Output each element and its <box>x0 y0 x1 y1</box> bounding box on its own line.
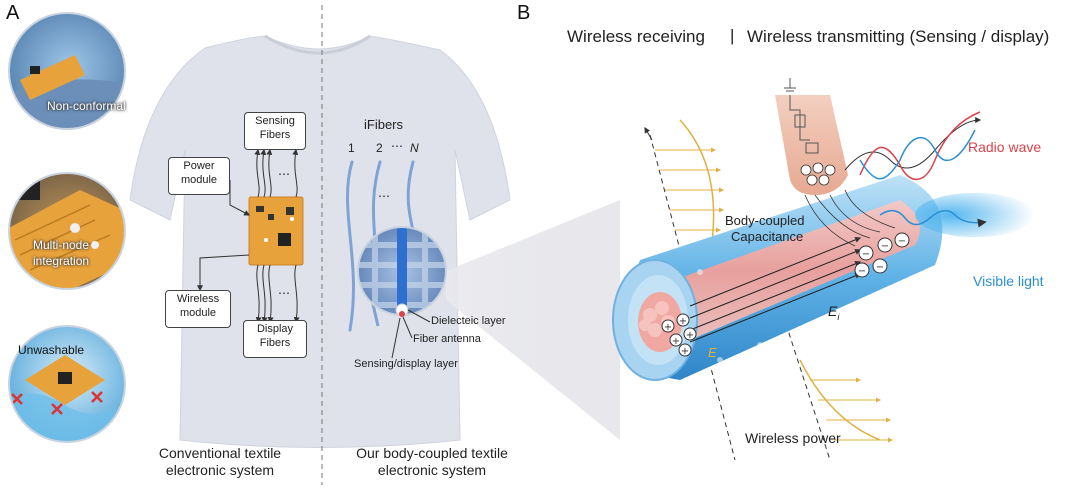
svg-text:+: + <box>672 336 680 347</box>
power-module-box: Power module <box>168 157 230 195</box>
zoom-cone <box>446 200 620 440</box>
ifiber-index-2: 2 <box>376 141 383 155</box>
light-glow <box>915 193 1035 237</box>
e-outer-symbol: E <box>828 303 838 319</box>
body-coupled-line1: Body-coupled <box>725 213 805 228</box>
svg-text:−: − <box>881 241 889 252</box>
positive-charges <box>661 313 697 357</box>
inset2-label-line2: integration <box>33 254 90 268</box>
svg-text:−: − <box>858 266 866 277</box>
inset-frame-1 <box>8 12 126 130</box>
light-wave <box>879 209 987 228</box>
inset3-label: Unwashable <box>18 343 85 357</box>
dielectric-label: Dielecteic layer <box>431 315 506 327</box>
inset-multi-node <box>9 173 125 289</box>
sensing-fibers-line1: Sensing <box>255 115 295 127</box>
conventional-caption-line2: electronic system <box>165 462 275 478</box>
svg-text:+: + <box>681 346 689 357</box>
ifibers-label: iFibers <box>364 117 404 132</box>
ifiber-index-n: N <box>410 141 419 155</box>
svg-text:+: + <box>679 316 687 327</box>
negative-charges <box>854 232 910 278</box>
display-fibers-line2: Fibers <box>259 336 291 349</box>
sensing-fibers-box: Sensing Fibers <box>244 112 306 150</box>
display-fibers-box: Display Fibers <box>243 320 307 358</box>
fiber-leaders <box>391 309 431 359</box>
fiber-cylinder <box>612 175 943 381</box>
e-field-arrows <box>689 236 862 343</box>
header-separator: | <box>730 26 735 45</box>
ifiber-index-1: 1 <box>348 141 355 155</box>
tshirt <box>129 35 511 448</box>
panel-label-a: A <box>6 2 20 24</box>
sensing-wires <box>254 148 299 198</box>
ifiber-mid-dots: ⋯ <box>378 189 390 203</box>
svg-text:−: − <box>898 236 906 247</box>
finger <box>775 78 896 247</box>
ours-caption-line2: electronic system <box>377 462 487 478</box>
power-module-line1: Power <box>183 160 215 172</box>
conventional-caption-line1: Conventional textile <box>158 445 282 461</box>
svg-text:+: + <box>664 322 672 333</box>
wireless-module-box: Wireless module <box>165 290 231 328</box>
e-outer-subscript: i <box>837 311 840 322</box>
inset-non-conformal <box>9 13 125 129</box>
svg-text:−: − <box>876 262 884 273</box>
ours-caption-line1: Our body-coupled textile <box>356 445 508 461</box>
display-fibers-line1: Display <box>256 323 294 335</box>
display-dots: ⋯ <box>278 286 290 300</box>
power-module-line2: module <box>180 173 218 186</box>
wireless-wire <box>197 254 250 292</box>
inset2-label-line1: Multi-node <box>33 238 90 252</box>
radio-wave <box>844 111 982 181</box>
header-wireless-receiving: Wireless receiving <box>567 27 705 46</box>
svg-text:+: + <box>686 330 694 341</box>
inset1-label: Non-conformal <box>47 99 126 113</box>
circuit-board <box>248 196 304 266</box>
radio-wave-label: Radio wave <box>968 139 1042 155</box>
sensing-dots: ⋯ <box>278 167 290 181</box>
sensing-display-layer-label: Sensing/display layer <box>354 358 458 370</box>
body-coupled-line2: Capacitance <box>731 229 804 244</box>
inset-frame-3 <box>8 325 126 443</box>
sensing-fibers-line2: Fibers <box>259 128 291 141</box>
fiber-antenna-label: Fiber antenna <box>413 333 481 345</box>
wireless-power-label: Wireless power <box>745 430 841 446</box>
wireless-module-line1: Wireless <box>176 293 220 305</box>
power-wire <box>229 180 251 216</box>
inset-frame-2 <box>8 172 126 290</box>
header-wireless-transmitting: Wireless transmitting (Sensing / display… <box>747 27 1050 46</box>
panel-label-b: B <box>517 2 531 24</box>
e-inner-label: E <box>708 345 717 360</box>
e-outer-label: Ei <box>828 303 840 323</box>
charge-signs: +++ ++ −−− −− <box>664 236 906 357</box>
wireless-module-line2: module <box>179 306 217 319</box>
visible-light-label: Visible light <box>973 273 1044 289</box>
ifiber-index-dots: ⋯ <box>391 139 403 153</box>
display-wires <box>255 264 300 324</box>
svg-text:−: − <box>862 249 870 260</box>
x-marks <box>11 391 103 415</box>
